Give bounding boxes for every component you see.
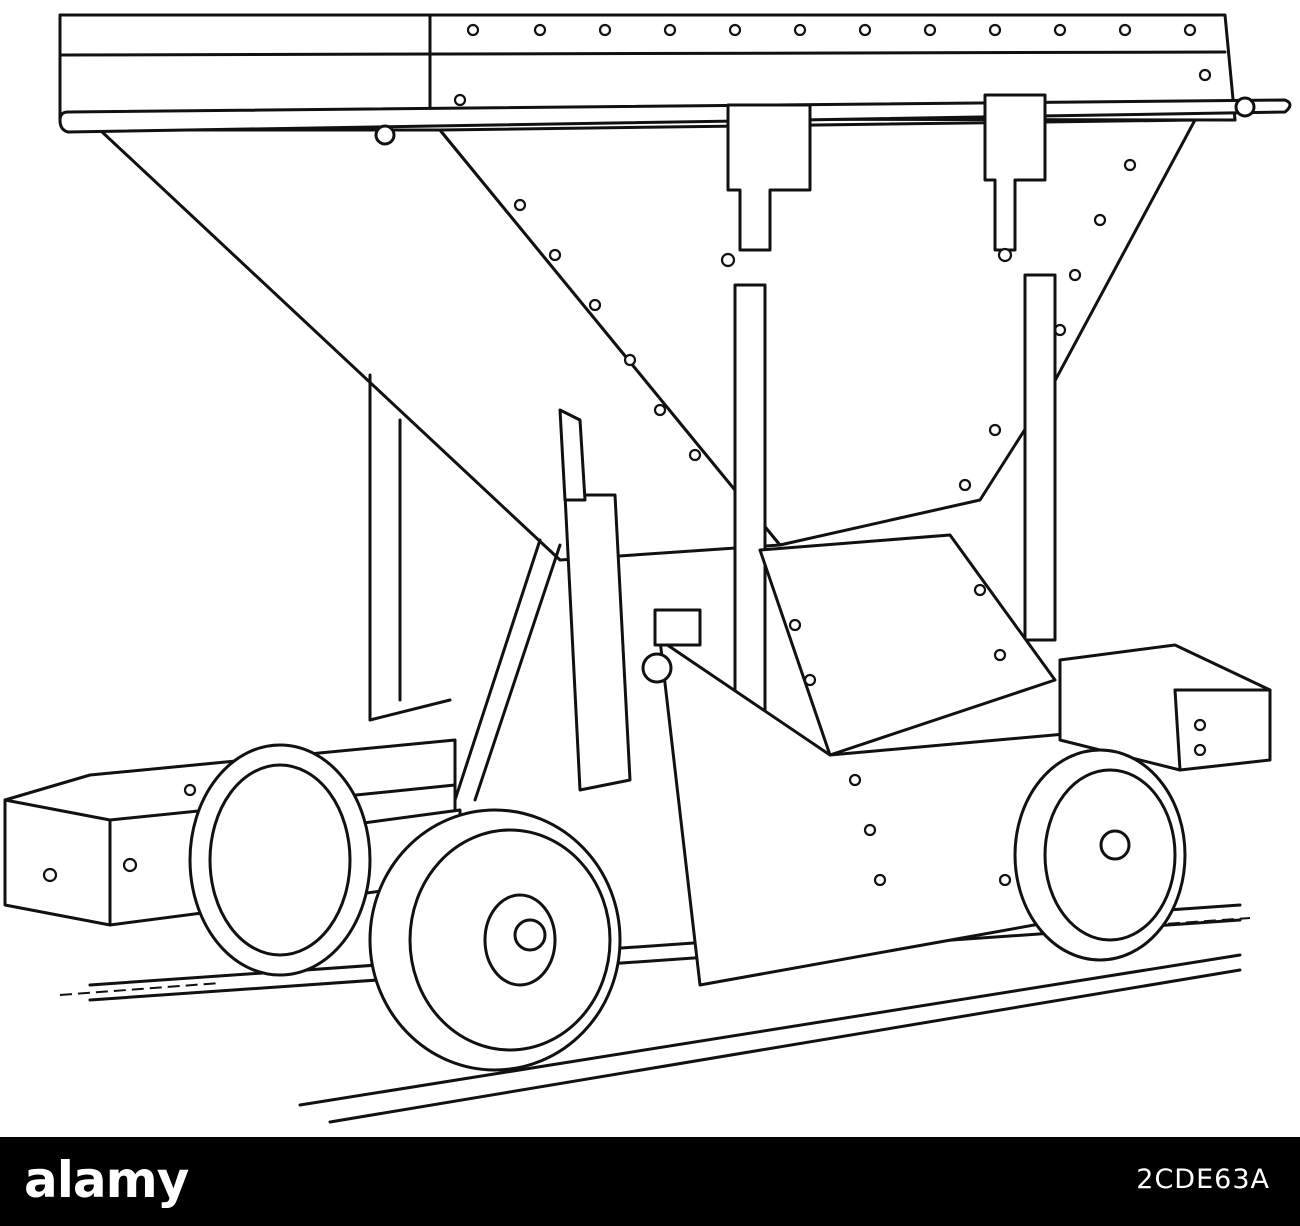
- front-right-wheel: [1013, 748, 1187, 962]
- image-id-label: 2CDE63A: [1136, 1164, 1270, 1195]
- hopper-top-box: [58, 13, 1237, 122]
- discharge-chute: [658, 533, 1112, 987]
- brand-logo: alamy: [24, 1151, 189, 1209]
- front-left-wheel: [368, 808, 622, 1072]
- rear-left-wheel: [188, 743, 372, 977]
- funnel-rivets: [513, 158, 1137, 492]
- right-sill: [1058, 643, 1272, 772]
- top-rivets: [453, 23, 1212, 107]
- operating-rod: [58, 96, 1292, 146]
- hopper-car-illustration: [3, 13, 1292, 1124]
- watermark-bar: [0, 1137, 1300, 1226]
- hanging-levers: [720, 93, 1057, 772]
- frame-and-braces: [453, 408, 702, 802]
